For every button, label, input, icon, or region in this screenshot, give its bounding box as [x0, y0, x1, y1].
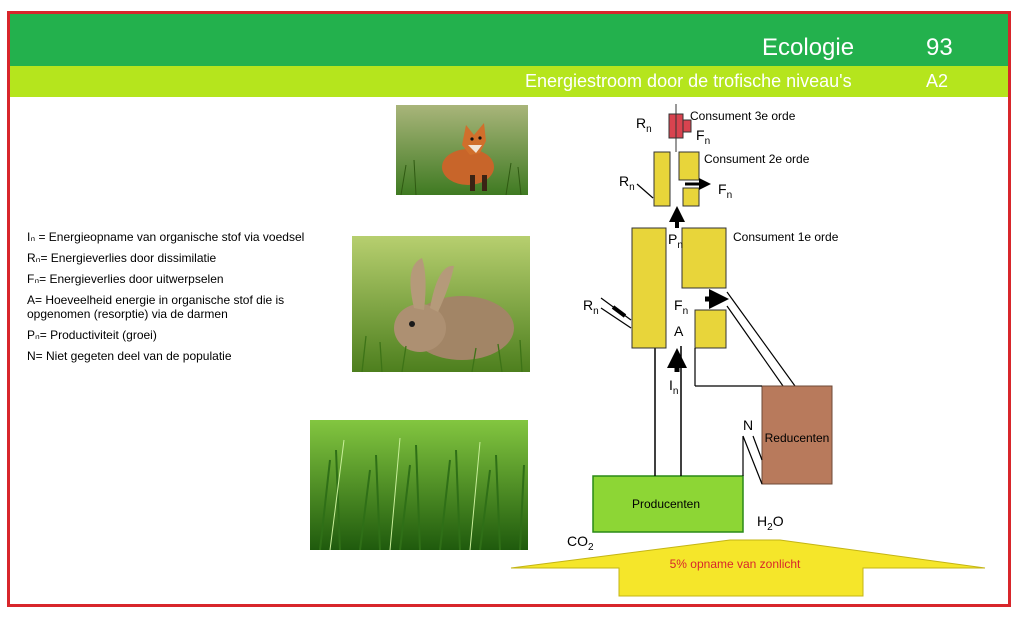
section-title: Energiestroom door de trofische niveau's — [525, 71, 852, 91]
legend-item-p: Pₙ= Productiviteit (groei) — [27, 328, 157, 342]
n-label: N — [743, 417, 753, 433]
reducers-label: Reducenten — [765, 431, 830, 445]
consumer2-right-bottom — [682, 187, 700, 207]
rn1-label: Rn — [583, 297, 599, 317]
legend-item-f: Fₙ= Energieverlies door uitwerpselen — [27, 272, 224, 286]
legend-item-n: N= Niet gegeten deel van de populatie — [27, 349, 232, 363]
legend: Iₙ = Energieopname van organische stof v… — [27, 230, 347, 370]
in-label: In — [669, 377, 678, 397]
fn2-label: Fn — [718, 181, 732, 201]
rabbit-photo — [352, 236, 530, 372]
fn1-label: Fn — [674, 297, 688, 317]
producers-label: Producenten — [632, 497, 700, 511]
energy-flow-diagram: 5% opname van zonlicht Producenten CO2 H… — [510, 104, 986, 597]
rn3-label: Rn — [636, 115, 652, 135]
consumer1-right-bottom — [694, 309, 727, 349]
consumer2-right-top — [678, 151, 700, 181]
fox-photo — [396, 105, 528, 195]
producers-box — [592, 475, 744, 533]
consumer2-left — [653, 151, 671, 207]
legend-item-r: Rₙ= Energieverlies door dissimilatie — [27, 251, 217, 265]
consumer3-label: Consument 3e orde — [690, 109, 796, 123]
pn-label: Pn — [668, 231, 683, 251]
consumer1-label: Consument 1e orde — [733, 230, 839, 244]
page-title: Ecologie — [762, 34, 855, 61]
consumer1-left — [631, 227, 667, 349]
page-number: 93 — [926, 34, 953, 61]
grass-photo — [310, 420, 528, 550]
h2o-label: H2O — [757, 513, 784, 533]
header-bar — [10, 14, 1008, 66]
a-label: A — [674, 323, 684, 339]
rn2-label: Rn — [619, 173, 635, 193]
sunlight-arrow — [510, 539, 986, 597]
sunlight-label: 5% opname van zonlicht — [670, 557, 801, 571]
legend-item-i: Iₙ = Energieopname van organische stof v… — [27, 230, 305, 244]
page-frame — [7, 11, 1011, 607]
section-code: A2 — [926, 71, 949, 91]
consumer2-label: Consument 2e orde — [704, 152, 810, 166]
consumer1-right-top — [681, 227, 727, 289]
fn3-label: Fn — [696, 127, 710, 147]
legend-item-a: A= Hoeveelheid energie in organische sto… — [27, 293, 285, 321]
subheader-bar — [10, 66, 1008, 97]
reducers-box — [761, 385, 833, 485]
co2-label: CO2 — [567, 533, 594, 553]
